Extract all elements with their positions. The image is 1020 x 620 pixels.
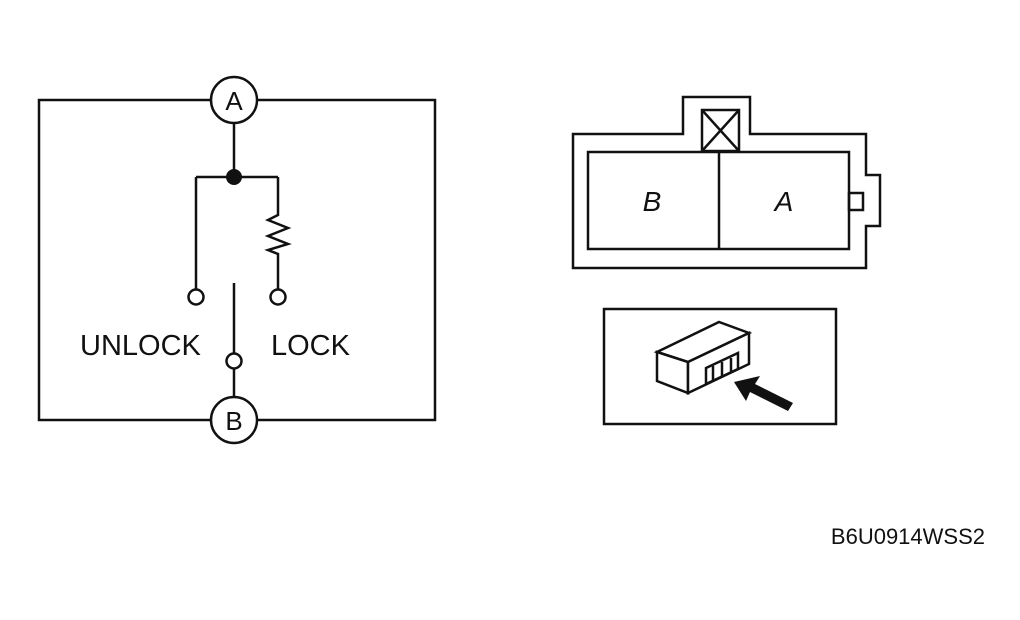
connector-housing-outline	[571, 95, 882, 270]
terminal-b-label: B	[225, 406, 242, 436]
terminal-a-circle	[209, 75, 259, 125]
lock-tab-cross-2	[701, 109, 740, 152]
figure-code: B6U0914WSS2	[831, 524, 985, 549]
terminal-b-circle	[209, 395, 259, 445]
outer-loop-wire-right	[258, 98, 437, 422]
lock-contact	[269, 288, 287, 306]
lock-tab-outline	[700, 108, 741, 153]
terminal-a-label: A	[225, 86, 243, 116]
connector-inset	[602, 307, 838, 426]
inset-frame	[602, 307, 838, 426]
connector-terminal-window	[704, 351, 740, 386]
junction-dot	[226, 169, 242, 185]
cavity-a-label: A	[773, 186, 794, 217]
unlock-contact	[187, 288, 205, 306]
wire-lock-resistor	[264, 177, 292, 289]
side-key	[847, 191, 865, 212]
switch-schematic	[37, 75, 437, 445]
connector-face	[571, 95, 882, 270]
lock-label: LOCK	[271, 330, 351, 362]
pivot-contact	[225, 352, 243, 370]
cavity-b-label: B	[643, 186, 662, 217]
arrow-icon	[734, 376, 793, 411]
outer-loop-wire	[37, 98, 210, 422]
unlock-label: UNLOCK	[80, 330, 202, 362]
